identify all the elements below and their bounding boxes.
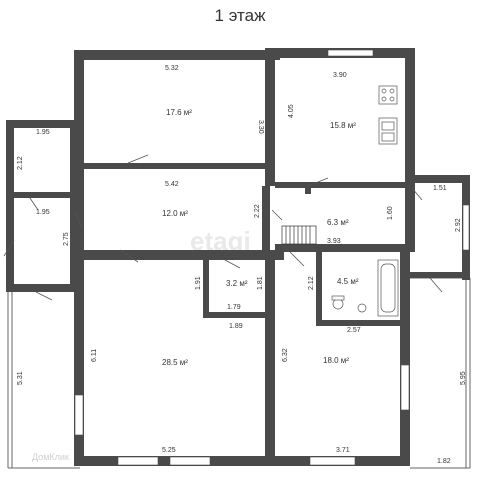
logo-text: ДомКлик: [32, 452, 69, 462]
dim-label: 1.89: [229, 323, 243, 330]
dim-label: 4.05: [288, 104, 295, 118]
dim-label: 1.79: [227, 304, 241, 311]
dim-label: 2.75: [63, 232, 70, 246]
dim-label: 1.81: [257, 276, 264, 290]
dim-label: 1.82: [437, 458, 451, 465]
windows: [74, 49, 470, 466]
dim-label: 5.42: [165, 181, 179, 188]
room-area-kitchen: 15.8 м²: [330, 121, 356, 130]
dim-label: 5.95: [460, 371, 467, 385]
room-area-stair-hall: 6.3 м²: [327, 218, 349, 227]
dim-label: 3.30: [257, 120, 264, 134]
room-area-living-sw: 28.5 м²: [162, 358, 188, 367]
dim-label: 6.11: [91, 349, 98, 362]
dim-label: 2.12: [17, 156, 24, 170]
room-area-bathroom: 4.5 м²: [337, 277, 359, 286]
dim-label: 2.12: [308, 276, 315, 290]
dim-label: 3.90: [333, 72, 347, 79]
dim-label: 5.31: [17, 371, 24, 385]
bathroom-fixtures: [331, 259, 399, 317]
dim-label: 2.22: [254, 204, 261, 218]
dim-label: 2.92: [455, 218, 462, 232]
floor-title: 1 этаж: [214, 6, 266, 25]
room-area-hall: 12.0 м²: [162, 209, 188, 218]
dim-label: 1.95: [36, 129, 50, 136]
door-swings: [3, 154, 443, 301]
dim-label: 5.25: [162, 447, 176, 454]
dim-label: 1.51: [433, 185, 447, 192]
dim-label: 2.57: [347, 327, 361, 334]
room-area-living-nw: 17.6 м²: [166, 108, 192, 117]
staircase: [281, 225, 317, 245]
dim-label: 5.32: [165, 65, 179, 72]
terrace-outline: [7, 277, 471, 469]
dim-label: 3.93: [327, 238, 341, 245]
room-area-bedroom-se: 18.0 м²: [323, 356, 349, 365]
dim-label: 3.71: [336, 447, 350, 454]
room-area-storage: 3.2 м²: [226, 279, 248, 288]
dim-label: 1.95: [36, 209, 50, 216]
dim-label: 6.32: [282, 348, 289, 362]
dim-label: 1.91: [195, 276, 202, 290]
dim-label: 1.60: [387, 206, 394, 220]
kitchen-fixtures: [378, 85, 398, 145]
